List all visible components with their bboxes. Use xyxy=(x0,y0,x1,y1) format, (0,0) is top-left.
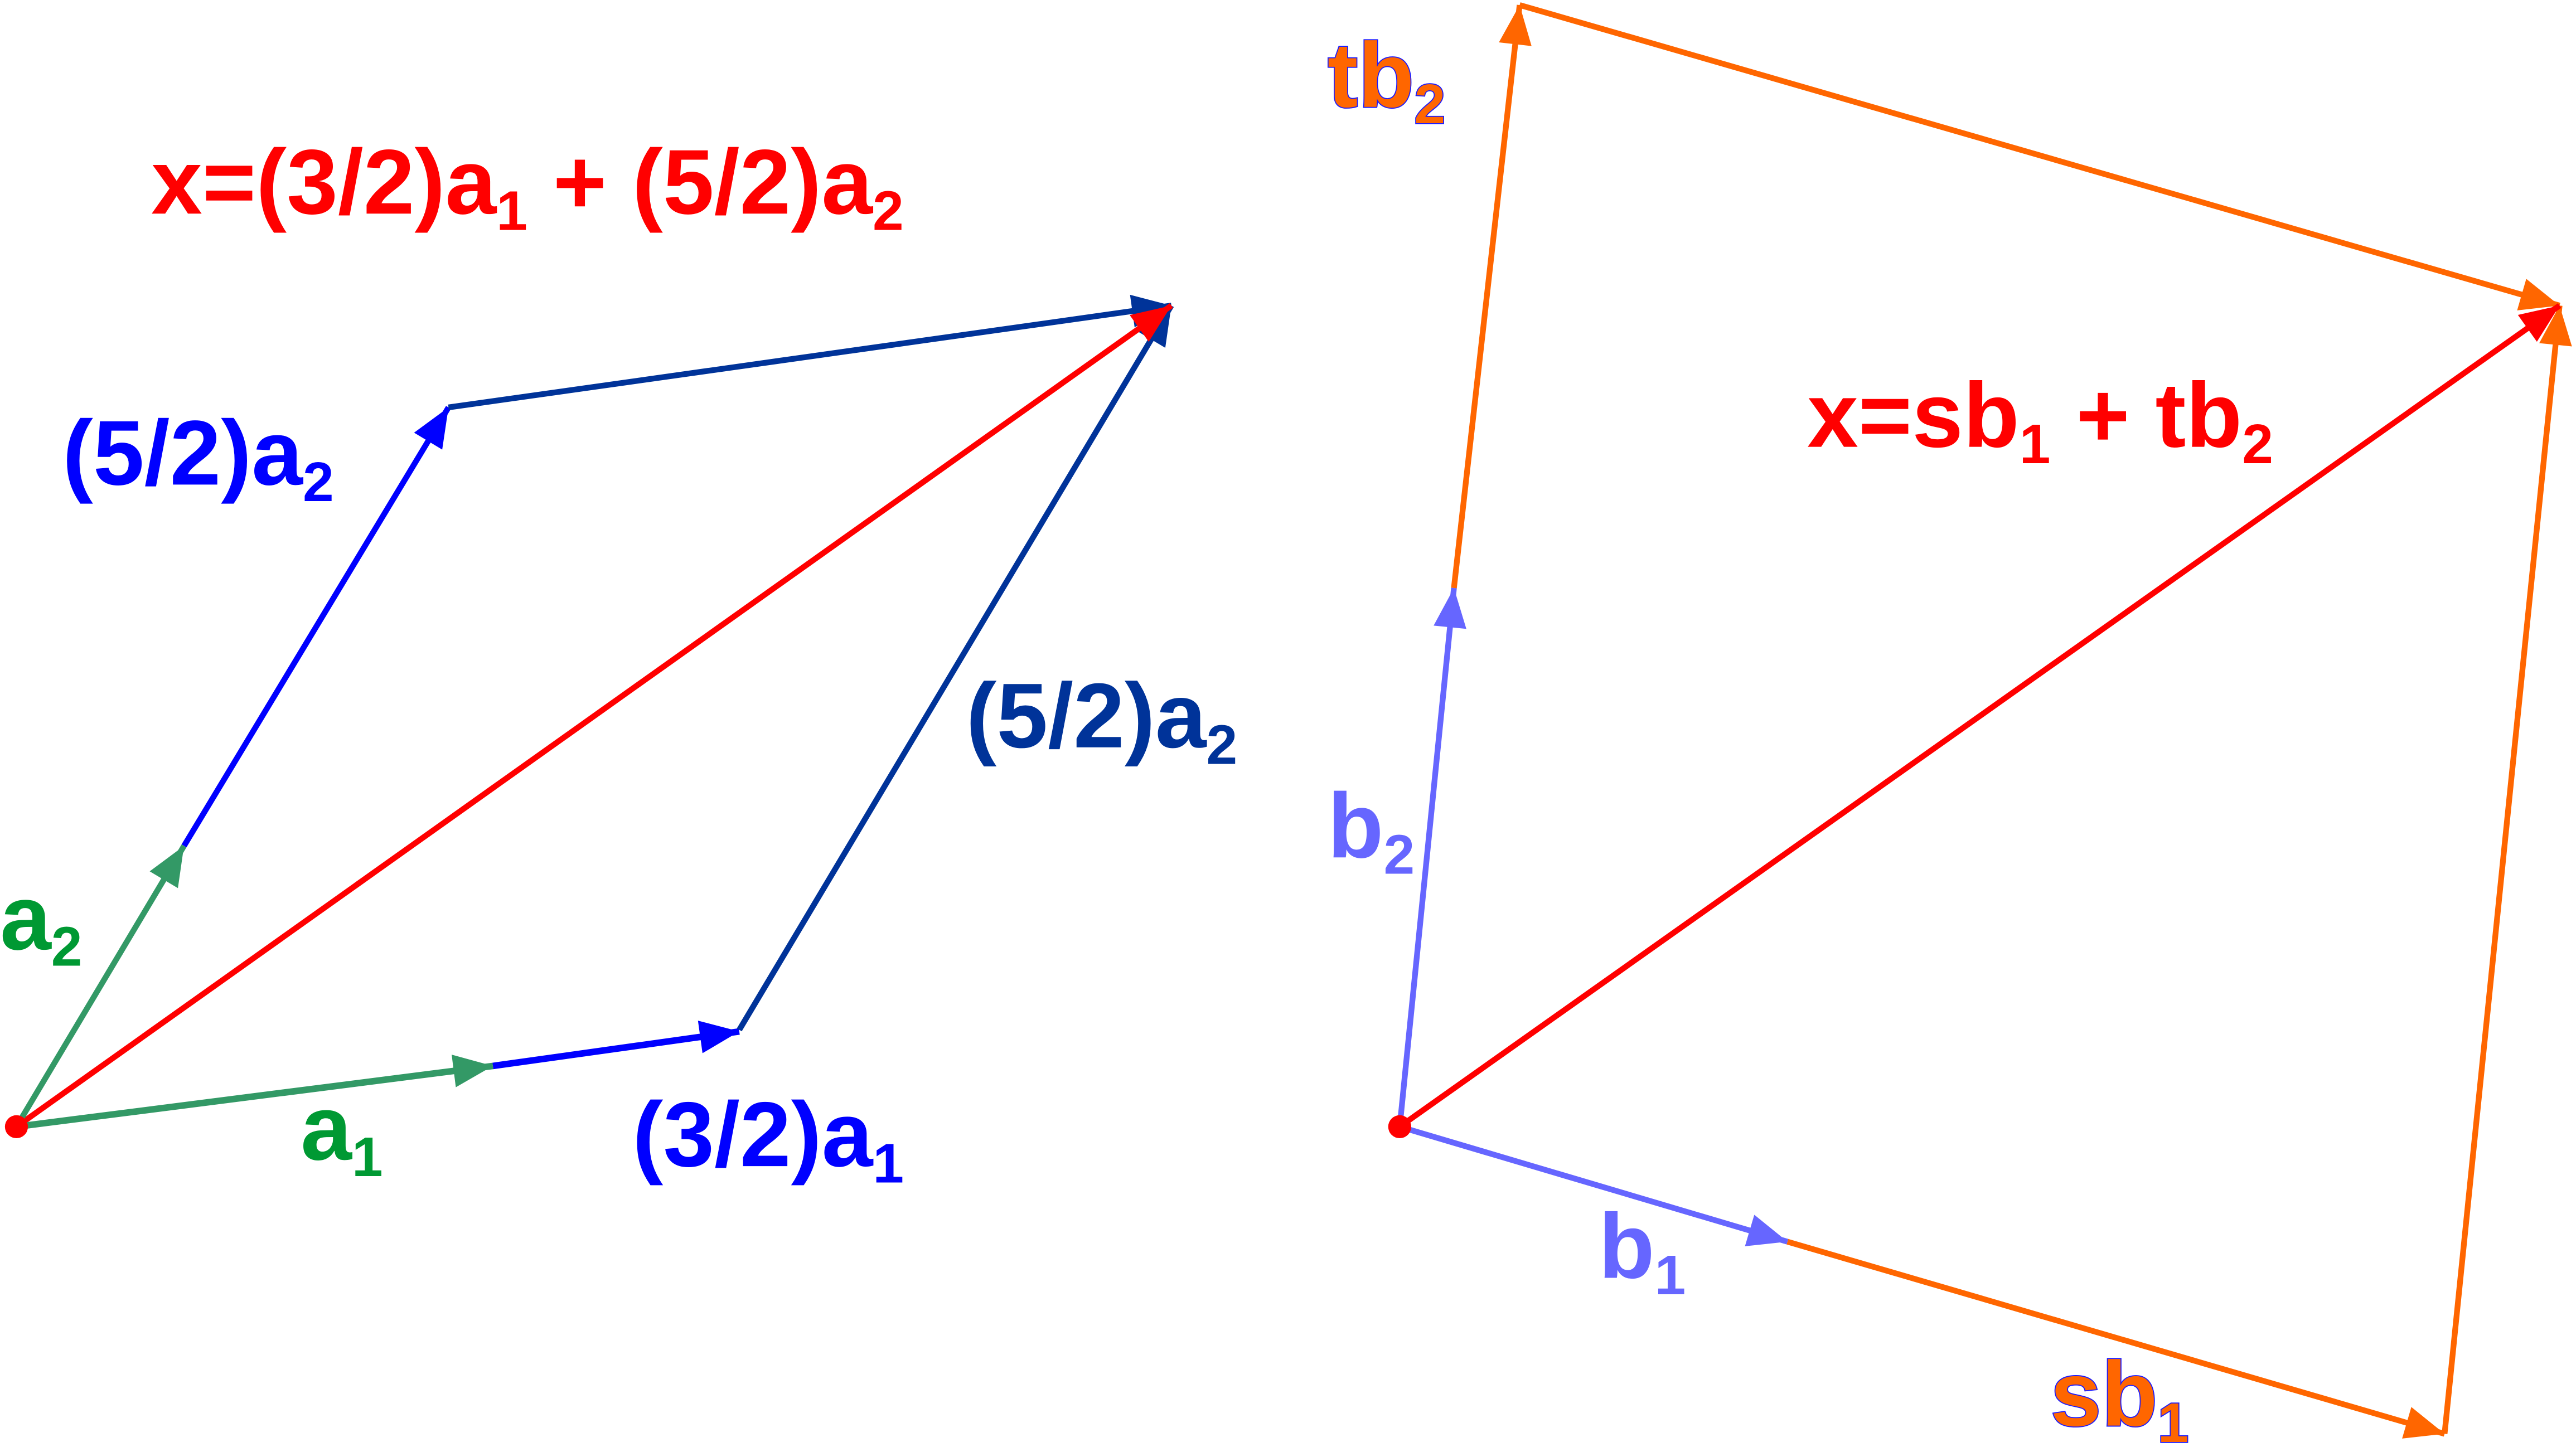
label-scaled-a1: (3/2)a1 xyxy=(632,1083,904,1194)
vector-tb2 xyxy=(1451,4,1523,589)
vector-b1-arrowhead-icon xyxy=(1745,1215,1788,1246)
vector-a1-arrowhead-icon xyxy=(452,1055,493,1087)
vector-a2-arrowhead-icon xyxy=(149,846,184,888)
vector-scaled-a2-left-arrowhead-icon xyxy=(414,407,449,450)
vector-x-right-arrowhead-icon xyxy=(2517,305,2560,342)
label-b1: b1 xyxy=(1599,1194,1686,1306)
vector-b1 xyxy=(1398,1124,1789,1245)
vector-scaled-a2-left xyxy=(181,406,451,848)
label-scaled-a2-left: (5/2)a2 xyxy=(62,401,334,513)
vector-scaled-a1 xyxy=(492,1028,740,1070)
label-sb1: sb1 xyxy=(2050,1343,2188,1452)
right-origin-point xyxy=(1388,1115,1411,1139)
vector-x-right xyxy=(1398,303,2562,1129)
vector-tb2-top-arrowhead-icon xyxy=(2517,279,2560,310)
vector-sb1-side xyxy=(2442,305,2563,1434)
vector-sb1-arrowhead-icon xyxy=(2402,1407,2445,1439)
left-formula: x=(3/2)a1 + (5/2)a2 xyxy=(151,130,904,242)
label-a1: a1 xyxy=(301,1076,382,1188)
vector-sb1-side-arrowhead-icon xyxy=(2539,305,2572,347)
vector-b2 xyxy=(1397,587,1457,1127)
vector-tb2-top xyxy=(1519,2,2560,309)
vector-scaled-a2-right xyxy=(737,304,1174,1032)
vector-b2-arrowhead-icon xyxy=(1434,588,1466,629)
label-tb2: tb2 xyxy=(1328,24,1445,135)
vector-x-left xyxy=(14,303,1173,1129)
label-a2: a2 xyxy=(0,866,82,978)
left-origin-point xyxy=(4,1115,28,1139)
vector-x-left-arrowhead-icon xyxy=(1130,305,1171,342)
vector-scaled-a2-top xyxy=(448,303,1172,410)
label-b2: b2 xyxy=(1328,774,1415,886)
label-scaled-a2-right: (5/2)a2 xyxy=(966,664,1238,776)
vector-a2 xyxy=(14,844,187,1129)
vector-scaled-a1-arrowhead-icon xyxy=(698,1021,739,1053)
vector-sb1 xyxy=(1786,1239,2446,1437)
right-formula: x=sb1 + tb2 xyxy=(1807,364,2273,475)
vector-a1 xyxy=(16,1062,493,1130)
vector-tb2-arrowhead-icon xyxy=(1499,5,1532,46)
arrows xyxy=(14,2,2572,1439)
